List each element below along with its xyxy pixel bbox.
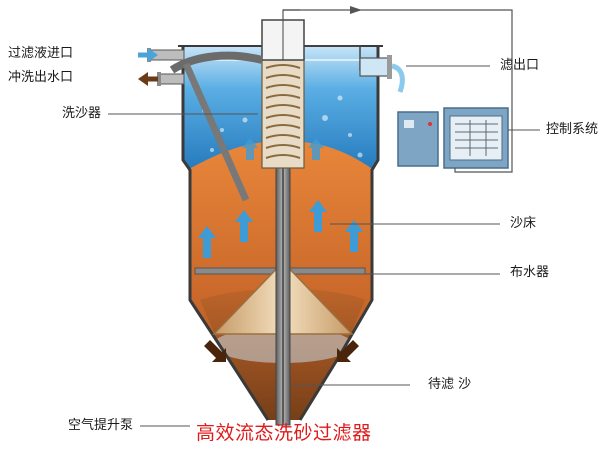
downflow-arrow-icon	[204, 340, 359, 362]
filtrate-outlet-label: 滤出口	[500, 58, 540, 73]
leader-lines	[108, 65, 540, 427]
sand-washer	[261, 57, 305, 169]
tank-shell	[181, 46, 380, 421]
diagram-caption: 高效流态洗砂过滤器	[196, 422, 372, 444]
wash-outlet-label: 冲洗出水口	[8, 70, 74, 85]
control-air-line	[282, 9, 513, 173]
control-system-label: 控制系统	[546, 122, 599, 137]
wash-outlet-pipe	[138, 72, 185, 86]
sand-bed-label: 沙床	[510, 216, 537, 231]
upflow-arrow-icon	[198, 138, 363, 258]
inlet-label: 过滤液进口	[8, 46, 74, 61]
control-cabinet-icon	[397, 107, 509, 169]
distributor-label: 布水器	[510, 265, 550, 280]
filtrate-outlet-pipe	[359, 55, 405, 93]
sand-to-filter-label: 待滤 沙	[428, 377, 472, 392]
sand-washer-label: 洗沙器	[62, 106, 102, 121]
wash-return-pipe	[169, 51, 263, 74]
inlet-pipe	[138, 48, 185, 62]
air-lift-pump-label: 空气提升泵	[68, 418, 134, 433]
